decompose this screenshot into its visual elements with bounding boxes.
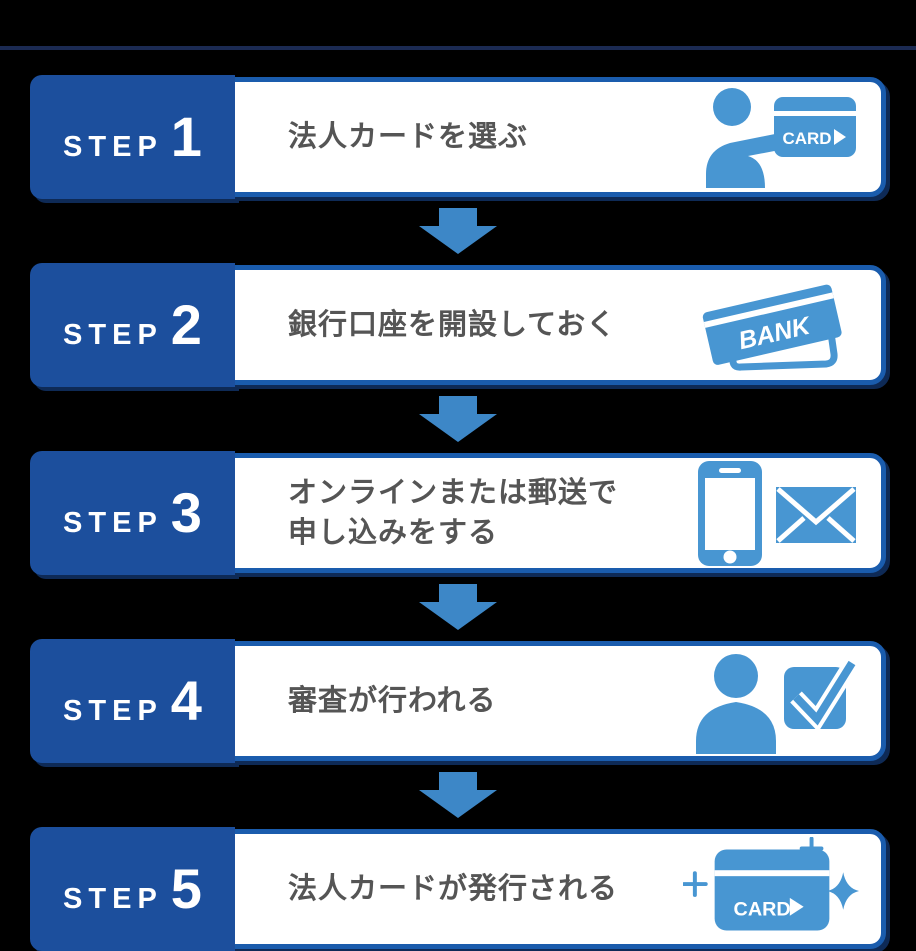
step-3-content-box: オンラインまたは郵送で 申し込みをする	[205, 453, 886, 573]
person-icon	[706, 88, 790, 188]
step-word: STEP	[63, 507, 163, 539]
mail-envelope-icon	[776, 486, 856, 543]
smartphone-icon	[698, 460, 762, 566]
step-5-content-box: 法人カードが発行される CARD	[205, 829, 886, 949]
down-arrow-icon	[419, 772, 497, 818]
passbook-cover: BANK	[702, 284, 842, 365]
card-arrow-glyph	[789, 897, 804, 916]
down-arrow-icon	[419, 584, 497, 630]
step-row-3: オンラインまたは郵送で 申し込みをする	[30, 451, 886, 575]
step-number: 1	[170, 105, 202, 168]
step-4-line-1: 審査が行われる	[288, 684, 497, 717]
step-row-1: 法人カードを選ぶ CARD	[30, 75, 886, 199]
card-label: CARD	[782, 129, 831, 148]
checkbox-icon	[784, 658, 858, 732]
flow-arrow-3	[30, 573, 886, 641]
step-3-line-2: 申し込みをする	[288, 517, 499, 549]
step-4-number-badge: STEP 4	[30, 639, 235, 763]
step-1-content-box: 法人カードを選ぶ CARD	[205, 77, 886, 197]
step-2-content-box: 銀行口座を開設しておく BANK	[205, 265, 886, 385]
step-4-content-box: 審査が行われる	[205, 641, 886, 761]
card-arrow-glyph	[834, 129, 846, 145]
step-word: STEP	[63, 695, 163, 727]
step-word: STEP	[63, 131, 163, 163]
step-1-line-1: 法人カードを選ぶ	[288, 120, 529, 153]
step-number: 3	[170, 481, 202, 544]
person-check-icon	[683, 650, 861, 754]
flow-arrow-1	[30, 197, 886, 265]
phone-mail-icon	[683, 460, 861, 566]
person-icon	[696, 653, 776, 754]
passbook-pages	[729, 315, 838, 371]
step-number: 5	[170, 857, 202, 920]
top-divider-rule	[0, 46, 916, 50]
sparkle-icon	[683, 836, 860, 910]
step-2-number-badge: STEP 2	[30, 263, 235, 387]
step-row-4: 審査が行われる	[30, 639, 886, 763]
credit-card-icon: CARD	[774, 97, 856, 157]
step-row-5: 法人カードが発行される CARD	[30, 827, 886, 951]
down-arrow-icon	[419, 396, 497, 442]
step-3-number-badge: STEP 3	[30, 451, 235, 575]
card-sparkle-icon: CARD	[683, 836, 861, 940]
step-number: 2	[170, 293, 202, 356]
bank-passbook-icon: BANK	[683, 274, 861, 376]
step-row-2: 銀行口座を開設しておく BANK STEP	[30, 263, 886, 387]
step-2-line-1: 銀行口座を開設しておく	[288, 308, 617, 341]
step-4-description: 審査が行われる	[210, 681, 683, 721]
flow-arrow-2	[30, 385, 886, 453]
down-arrow-icon	[419, 208, 497, 254]
step-flow: 法人カードを選ぶ CARD	[30, 75, 886, 951]
step-1-number-badge: STEP 1	[30, 75, 235, 199]
card-label: CARD	[734, 898, 791, 920]
person-card-icon: CARD	[683, 86, 861, 188]
step-word: STEP	[63, 883, 163, 915]
step-2-description: 銀行口座を開設しておく	[210, 305, 683, 345]
step-5-number-badge: STEP 5	[30, 827, 235, 951]
step-number: 4	[170, 669, 202, 732]
step-5-line-1: 法人カードが発行される	[288, 872, 619, 905]
step-word: STEP	[63, 319, 163, 351]
step-1-description: 法人カードを選ぶ	[210, 117, 683, 157]
credit-card-icon: CARD	[714, 848, 830, 931]
step-3-description: オンラインまたは郵送で 申し込みをする	[210, 473, 683, 553]
flow-arrow-4	[30, 761, 886, 829]
step-3-line-1: オンラインまたは郵送で	[288, 476, 619, 509]
step-5-description: 法人カードが発行される	[210, 869, 683, 909]
